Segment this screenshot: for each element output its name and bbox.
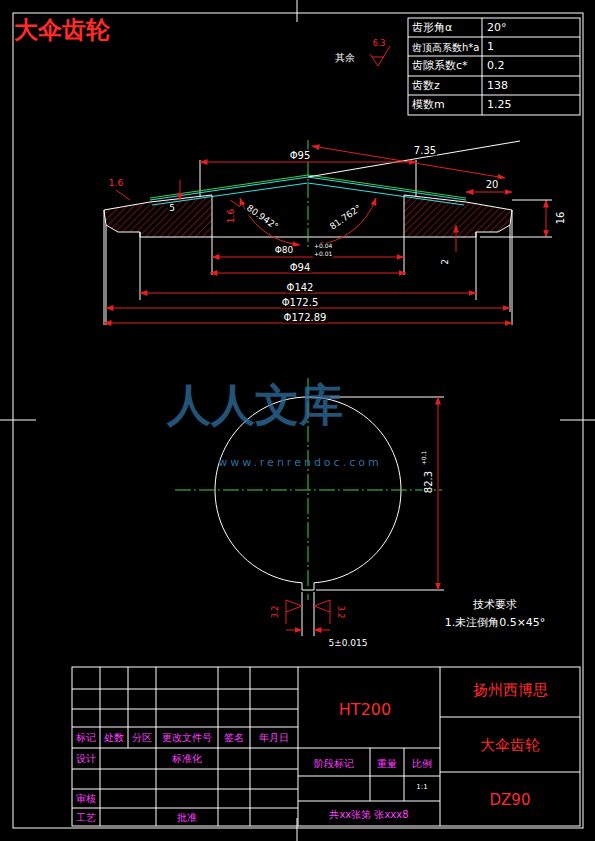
drawing-label: Φ142 <box>286 282 315 293</box>
drawing-label: 阶段标记 <box>313 758 355 769</box>
drawing-label: 技术要求 <box>472 599 518 611</box>
drawing-label: 工艺 <box>75 812 97 823</box>
drawing-label: 1.未注倒角0.5×45° <box>444 617 547 629</box>
drawing-title: 大伞齿轮 <box>14 14 110 46</box>
drawing-label: 1:1 <box>415 784 428 792</box>
drawing-label: 81.762° <box>328 203 365 233</box>
drawing-label: 0.2 <box>486 60 506 72</box>
drawing-label: DZ90 <box>489 792 532 809</box>
drawing-label: 齿数z <box>411 80 441 92</box>
drawing-label: Φ95 <box>289 150 312 161</box>
drawing-label: 20° <box>486 22 508 34</box>
drawing-label: Φ172.5 <box>281 297 320 308</box>
drawing-label: 5±0.015 <box>327 639 368 649</box>
drawing-label: 1.6 <box>227 208 237 224</box>
drawing-label: www.renrendoc.com <box>217 457 382 469</box>
drawing-label: 齿顶高系数h*a <box>411 42 480 53</box>
drawing-label: 批准 <box>176 812 198 823</box>
drawing-label: 模数m <box>411 99 446 111</box>
drawing-label: 20 <box>485 179 500 190</box>
drawing-label: +0.04 <box>313 243 333 250</box>
drawing-label: 7.35 <box>413 145 437 156</box>
drawing-label: 设计 <box>75 753 97 764</box>
drawing-label: 标准化 <box>171 753 203 764</box>
drawing-label: 1 <box>486 41 495 53</box>
drawing-label: 分区 <box>131 732 153 743</box>
drawing-label: 3.2 <box>272 605 281 620</box>
drawing-label: 82.3 <box>423 470 434 494</box>
drawing-label: 更改文件号 <box>161 732 213 743</box>
drawing-label: 比例 <box>411 758 433 769</box>
drawing-label: 80.942° <box>244 203 281 233</box>
drawing-label: 扬州西博思 <box>472 682 549 699</box>
drawing-label: 年月日 <box>258 732 290 743</box>
drawing-label: 16 <box>555 211 566 226</box>
drawing-label: +0.1 <box>421 450 428 467</box>
drawing-label: +0.01 <box>313 251 333 258</box>
drawing-label: HT200 <box>338 701 392 719</box>
drawing-label: Φ94 <box>289 262 312 273</box>
drawing-label: 1.6 <box>108 179 124 189</box>
drawing-label: 6.3 <box>372 40 387 49</box>
drawing-label: 重量 <box>376 758 398 769</box>
drawing-label: 3.2 <box>336 605 345 620</box>
drawing-label: 齿形角α <box>411 22 453 34</box>
drawing-label: 5 <box>168 204 176 214</box>
drawing-label: 2 <box>441 258 451 266</box>
drawing-label: 审核 <box>75 793 97 804</box>
drawing-label: 其余 <box>334 52 356 63</box>
drawing-label: 标记 <box>75 732 97 743</box>
drawing-label: Φ80 <box>274 246 295 256</box>
drawing-label: 齿隙系数c* <box>411 60 469 72</box>
drawing-label: 138 <box>486 80 509 92</box>
drawing-label: Φ172.89 <box>283 312 328 323</box>
drawing-label: 1.25 <box>486 99 513 111</box>
drawing-label: 大伞齿轮 <box>479 737 541 754</box>
drawing-label: 共xx张第 张xxx8 <box>328 809 409 820</box>
drawing-label: 签名 <box>223 732 245 743</box>
drawing-label: 处数 <box>103 732 125 743</box>
drawing-label: 人人文库 <box>166 381 344 429</box>
